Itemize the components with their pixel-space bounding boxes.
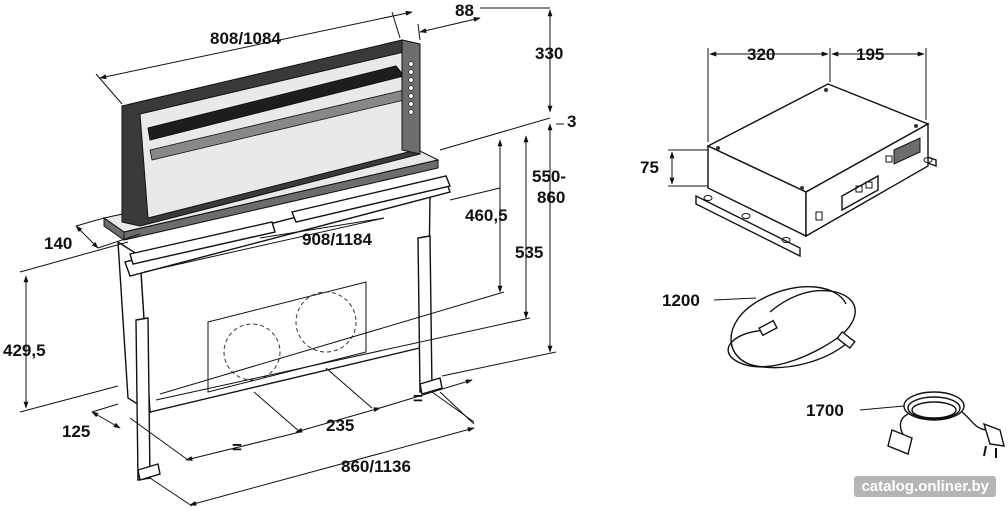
dim-box-width: 195 xyxy=(856,45,884,64)
dim-box-height: 75 xyxy=(640,158,659,177)
data-connector xyxy=(893,137,921,165)
ribbon-plug-b xyxy=(836,330,856,350)
watermark: catalog.onliner.by xyxy=(854,476,996,497)
bracket-left xyxy=(135,317,151,481)
equal-right: = xyxy=(413,389,423,408)
bracket-right-foot xyxy=(419,377,443,395)
indicator xyxy=(885,155,893,163)
screw xyxy=(824,88,828,92)
equal-left: = xyxy=(232,438,242,457)
dim-bracket-width: 908/1184 xyxy=(302,230,373,249)
dim-height-429: 429,5 xyxy=(3,341,46,360)
power-cable: 1700 xyxy=(806,391,1005,458)
plug-pin xyxy=(983,445,987,457)
dim-ribbon-length: 1200 xyxy=(662,291,700,310)
screw xyxy=(914,124,918,128)
flange-hole xyxy=(703,195,713,201)
socket-pin xyxy=(855,185,863,193)
motor-box xyxy=(695,83,937,258)
box-flange-front xyxy=(695,194,801,258)
mounting-rail-right xyxy=(291,175,451,223)
dim-spacing-235: 235 xyxy=(326,416,354,435)
dim-offset-125: 125 xyxy=(62,422,90,441)
dim-travel-b: 860 xyxy=(537,188,565,207)
iec-plug xyxy=(887,429,913,455)
switch xyxy=(815,211,823,221)
ribbon-cable: 1200 xyxy=(662,286,856,369)
mounting-rail-left xyxy=(129,221,276,265)
schuko-plug xyxy=(982,422,1005,447)
motor-box-dimensions: 320 195 75 xyxy=(640,45,927,187)
dim-depth: 88 xyxy=(455,1,474,20)
flange-hole xyxy=(741,213,751,219)
bracket-left-foot xyxy=(137,463,161,481)
dim-height-535: 535 xyxy=(515,243,543,262)
dim-power-length: 1700 xyxy=(806,401,844,420)
socket-pin xyxy=(865,181,873,189)
ribbon-plug-a xyxy=(758,319,778,337)
hood-dimensions: 808/1084 88 330 3 550- 860 460,5 535 908… xyxy=(3,1,576,507)
hood-unit xyxy=(102,39,451,481)
dim-height-460: 460,5 xyxy=(465,206,508,225)
fan-opening-right xyxy=(295,291,357,353)
dim-depth-140: 140 xyxy=(44,234,72,253)
dim-box-length: 320 xyxy=(747,45,775,64)
flange-hole xyxy=(781,237,791,243)
dim-width: 808/1084 xyxy=(210,29,281,48)
dim-rise: 330 xyxy=(535,44,563,63)
flange-hole xyxy=(923,157,933,163)
cable-coil xyxy=(911,401,957,419)
screw xyxy=(716,146,720,150)
plate-edge-front xyxy=(123,159,439,241)
cable-coil xyxy=(903,391,965,421)
dim-travel-a: 550- xyxy=(532,167,566,186)
dim-gap: 3 xyxy=(567,112,576,131)
fan-opening-left xyxy=(223,323,281,381)
screw xyxy=(800,186,804,190)
cable-coil xyxy=(907,396,961,420)
dim-overall-width: 860/1136 xyxy=(341,457,411,476)
